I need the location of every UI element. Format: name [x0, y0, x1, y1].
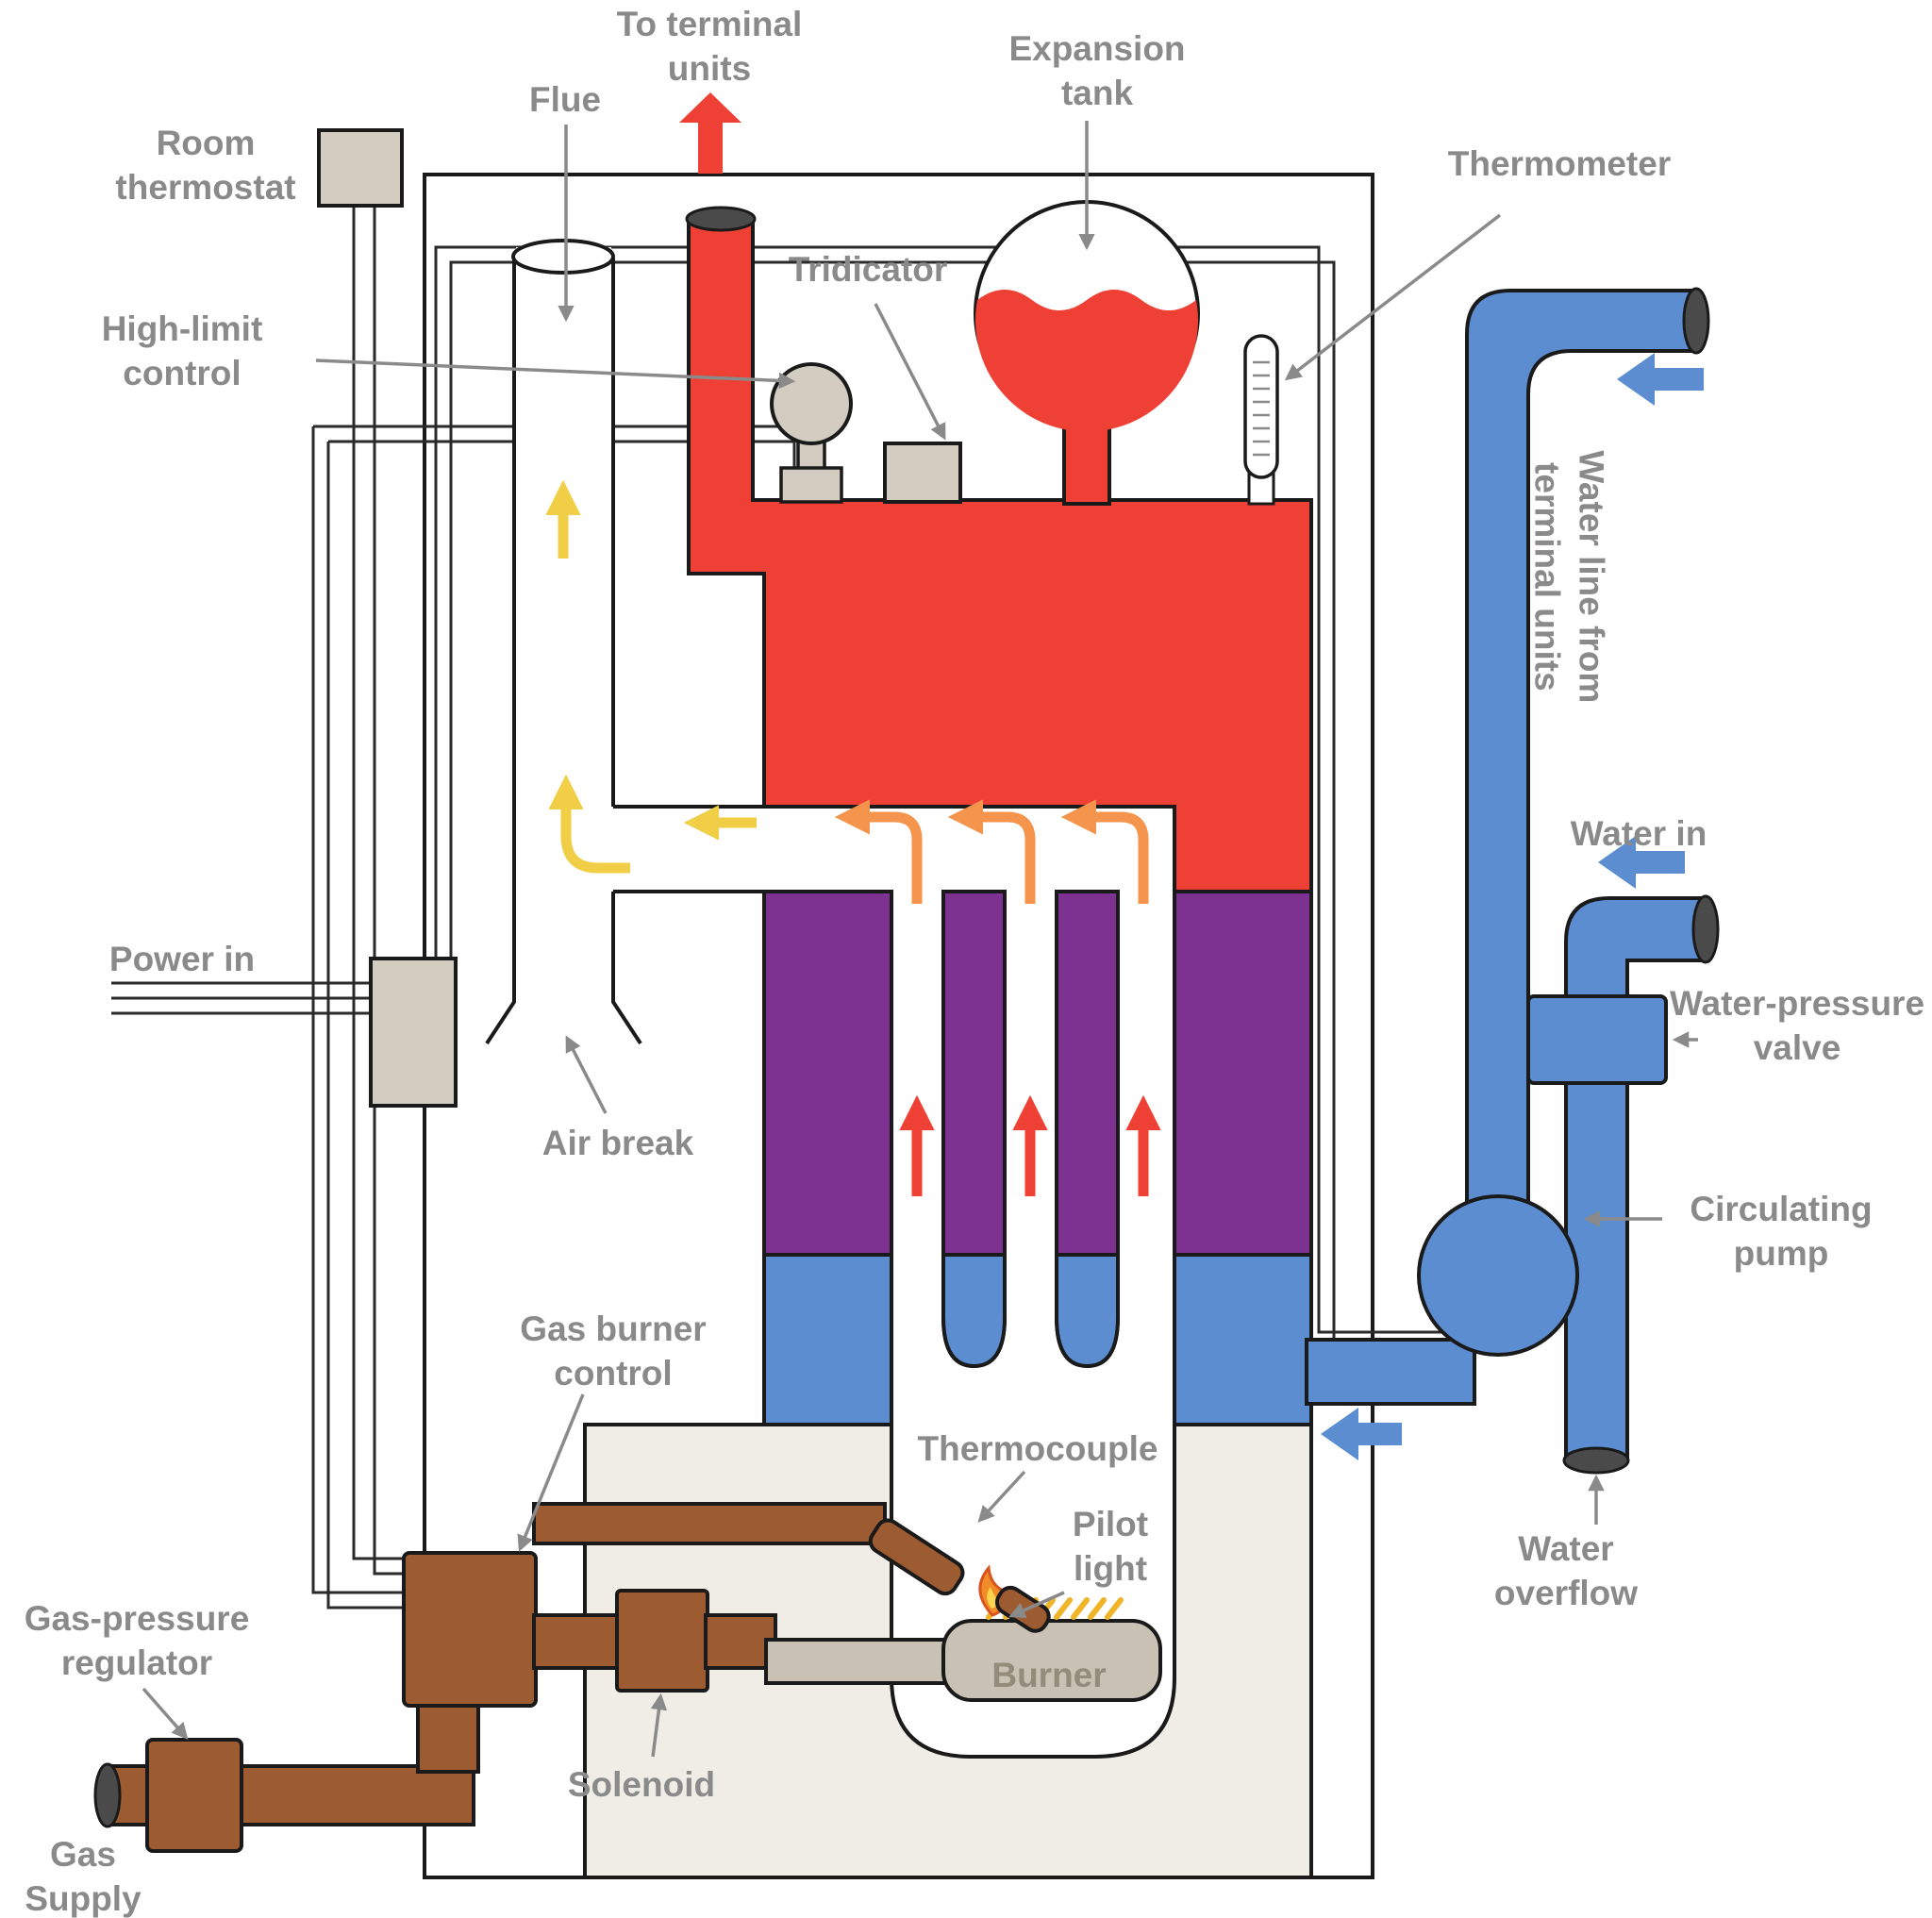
gas-burner-control-device	[402, 1551, 538, 1708]
tridicator-pointer	[874, 303, 946, 441]
solenoid-pointer	[650, 1693, 668, 1758]
water-in-flow-arrow	[1598, 836, 1685, 889]
water-in-pipe-cap	[1691, 894, 1720, 964]
gas-pressure-regulator-pointer	[142, 1687, 189, 1740]
label-gas-pressure-regulator: Gas-pressure regulator	[24, 1599, 250, 1683]
control-to-solenoid-pipe	[532, 1613, 623, 1670]
heat-exchanger	[762, 890, 1313, 1426]
label-to-terminal-units: To terminal units	[616, 5, 803, 89]
thermocouple-rod	[868, 1518, 965, 1596]
label-water-pressure-valve: Water-pressure valve	[1669, 984, 1925, 1068]
label-water-in: Water in	[1570, 814, 1707, 853]
label-expansion-tank: Expansion tank	[1008, 29, 1186, 113]
thermocouple-pointer	[977, 1470, 1026, 1523]
return-flow-arrow	[1617, 353, 1704, 406]
label-power-in: Power in	[108, 940, 256, 978]
room-thermostat-device	[317, 128, 404, 208]
tank-water-level	[975, 290, 1198, 432]
thermometer-pointer	[1284, 213, 1502, 381]
exhaust-arrow-3	[1060, 799, 1149, 904]
label-circulating-pump: Circulating pump	[1690, 1190, 1873, 1274]
outlet-flow-arrow	[1321, 1408, 1402, 1460]
annotation-arrows	[142, 121, 1698, 1758]
power-junction-box	[369, 957, 458, 1108]
gas-pressure-regulator-device	[145, 1738, 243, 1853]
gas-burner-control-pointer	[517, 1393, 585, 1552]
air-break-pointer	[565, 1035, 608, 1114]
left-control-wire	[311, 426, 408, 1609]
gas-supply-pipe-end	[93, 1762, 122, 1828]
label-gas-supply: Gas Supply	[25, 1835, 142, 1918]
power-in-lines	[111, 981, 372, 1015]
high-limit-pointer	[315, 359, 796, 390]
thermocouple-lead	[532, 1502, 887, 1545]
return-pipe-cap	[1682, 287, 1710, 355]
label-high-limit-control: High-limit control	[101, 309, 263, 393]
gas-riser-pipe	[416, 1694, 480, 1774]
cold-water-band	[762, 1253, 893, 1426]
label-tridicator: Tridicator	[788, 250, 948, 289]
label-gas-burner-control: Gas burner control	[520, 1309, 707, 1393]
to-terminal-units-arrow	[679, 92, 741, 174]
solenoid-to-burner-pipe	[704, 1613, 777, 1670]
label-water-overflow: Water overflow	[1493, 1529, 1639, 1613]
label-flue: Flue	[528, 80, 602, 119]
circulating-pump-device	[1417, 1194, 1579, 1357]
label-water-line-from-terminal-units: Water line from terminal units	[1527, 450, 1611, 704]
flow-arrows	[545, 479, 1161, 1196]
pump-outlet-pipe	[1305, 1338, 1476, 1406]
high-limit-control-device	[770, 362, 853, 504]
label-thermometer: Thermometer	[1447, 144, 1672, 183]
supply-pipe-cap	[685, 206, 757, 232]
water-pressure-valve-device	[1526, 994, 1668, 1085]
thermostat-wire	[352, 206, 408, 1576]
label-room-thermostat: Room thermostat	[115, 124, 296, 208]
tridicator-gauge	[883, 442, 962, 504]
burner-body	[941, 1619, 1162, 1702]
flue-opening	[511, 239, 615, 275]
water-piping	[1305, 287, 1720, 1475]
label-pilot-light: Pilot light	[1072, 1505, 1149, 1589]
expansion-tank-device	[974, 200, 1200, 506]
duct-turn-arrow	[548, 774, 630, 874]
exhaust-arrow-1	[834, 799, 923, 904]
label-solenoid: Solenoid	[567, 1765, 716, 1804]
pilot-light-pointer	[1008, 1591, 1065, 1619]
label-burner: Burner	[991, 1656, 1107, 1694]
gas-piping	[93, 1502, 887, 1853]
burner-supply-tube	[764, 1638, 957, 1685]
label-thermocouple: Thermocouple	[917, 1429, 1158, 1468]
label-air-break: Air break	[541, 1124, 694, 1162]
exhaust-arrow-2	[947, 799, 1036, 904]
burner-assembly	[764, 1518, 1162, 1702]
solenoid-device	[615, 1589, 709, 1693]
thermometer-gauge	[1243, 334, 1279, 506]
overflow-pipe-end	[1562, 1446, 1630, 1475]
